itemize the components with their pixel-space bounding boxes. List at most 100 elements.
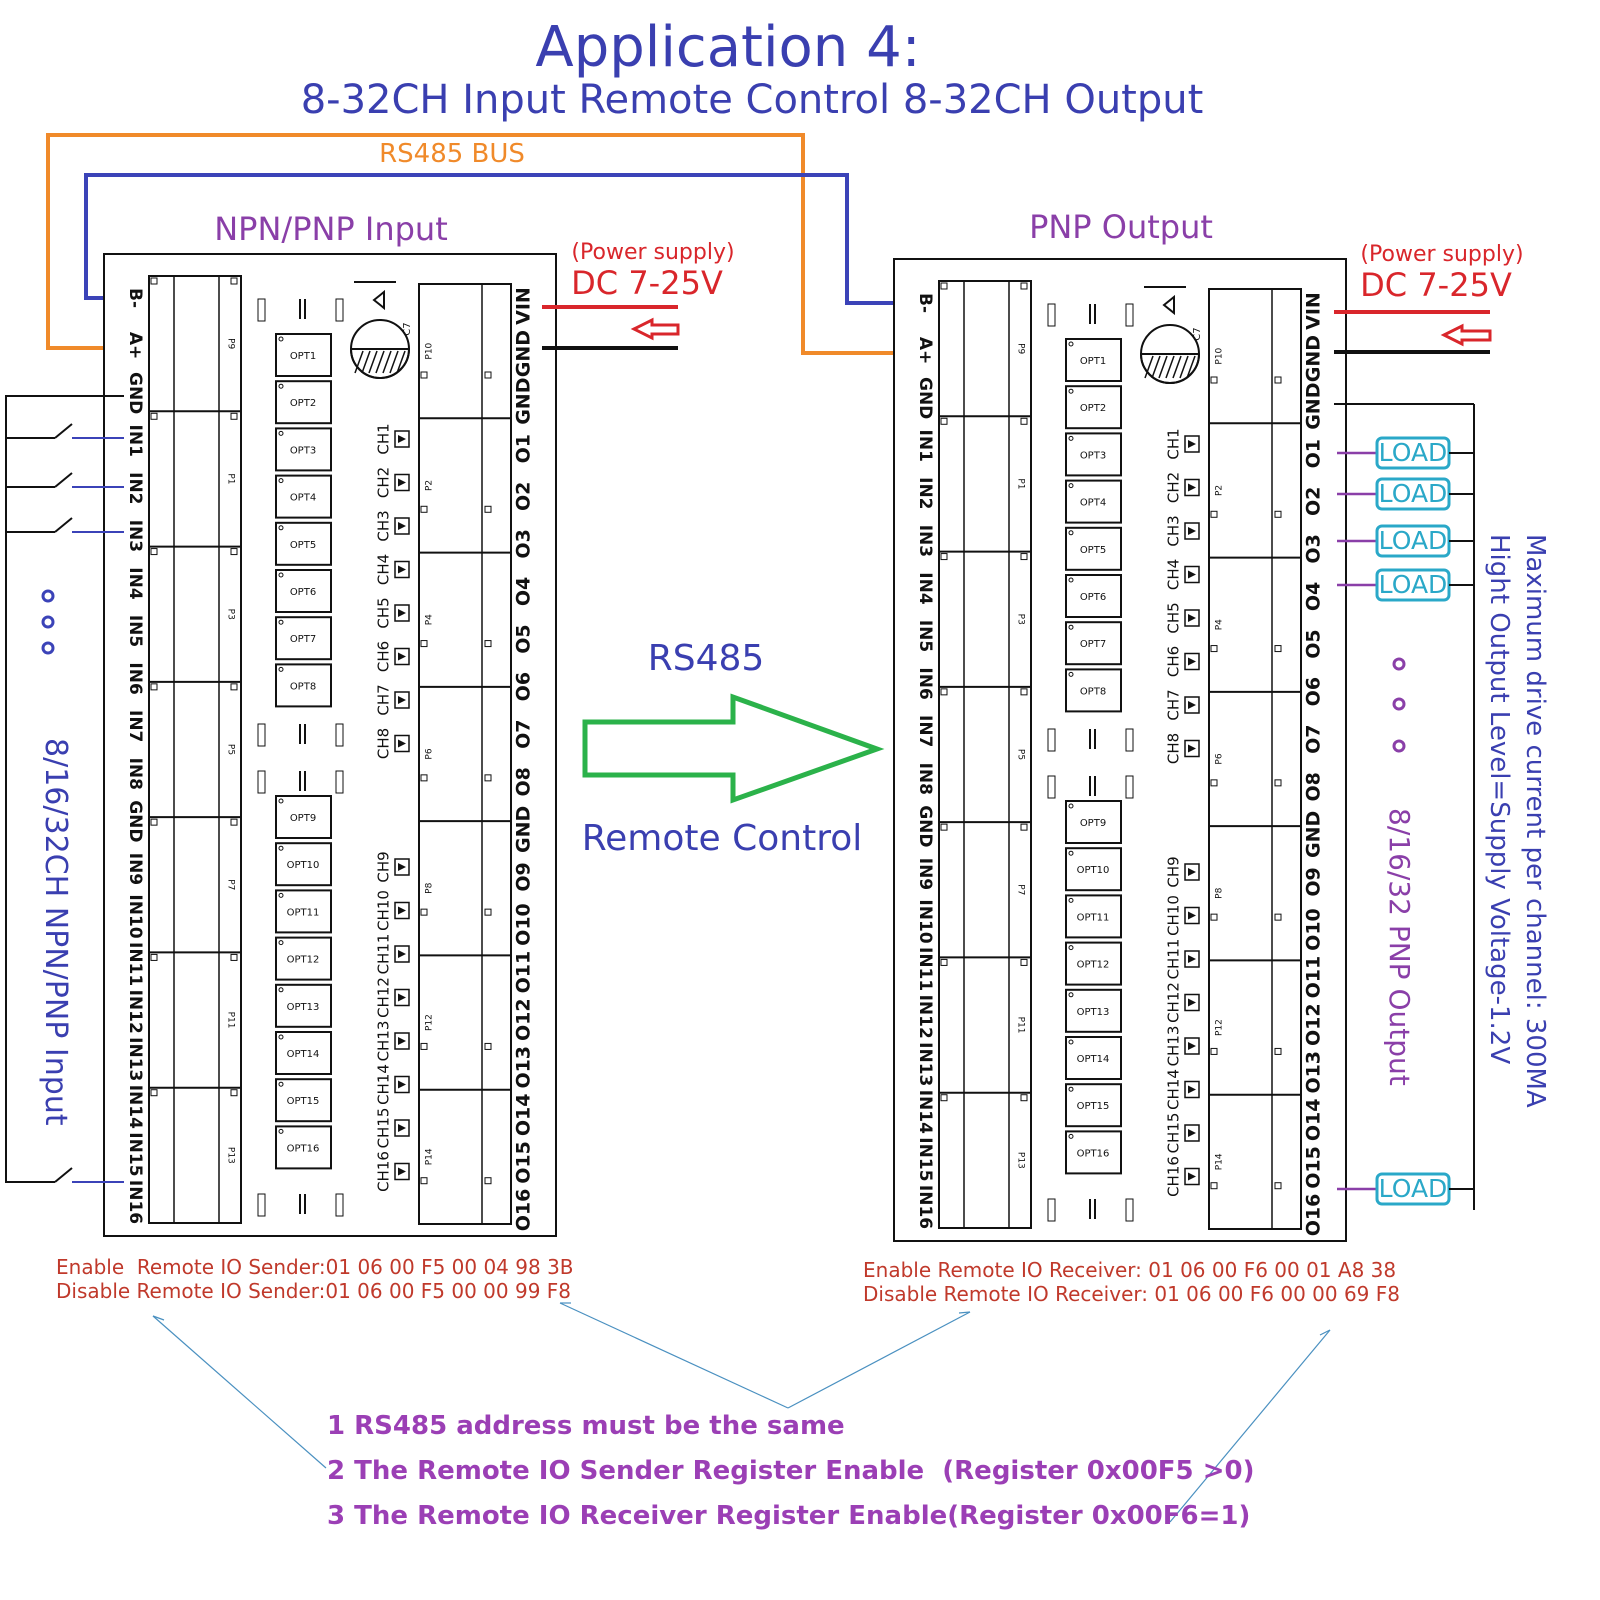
right-terminal-label: O1 xyxy=(513,434,535,463)
optocoupler-chip xyxy=(275,427,332,472)
switch-in2 xyxy=(6,472,124,488)
optocoupler-chip xyxy=(1065,847,1122,892)
left-power-voltage: DC 7-25V xyxy=(571,264,723,302)
connector-pin-marker xyxy=(1020,688,1028,696)
optocoupler-chip xyxy=(1065,1036,1122,1080)
right-terminal-label: GND xyxy=(513,806,535,853)
left-terminal-label: GND xyxy=(125,800,145,842)
connector-pin-marker xyxy=(420,1177,428,1185)
optocoupler-pin1-dot xyxy=(1068,1086,1074,1092)
right-terminal-label: O14 xyxy=(1303,1099,1325,1142)
connector-pin-marker xyxy=(1020,282,1028,290)
left-terminal-label: IN13 xyxy=(125,1037,145,1081)
connector-label: P2 xyxy=(425,480,435,491)
connector-pin-marker xyxy=(940,282,948,290)
channel-led-icon xyxy=(1184,1037,1200,1055)
capacitor-hatch xyxy=(354,350,364,374)
channel-label: CH7 xyxy=(375,684,393,715)
optocoupler-pin1-dot xyxy=(1068,483,1074,489)
switch-in1 xyxy=(6,423,124,439)
optocoupler-label: OPT1 xyxy=(290,351,316,362)
channel-led-icon xyxy=(394,1032,410,1050)
connector-label: P1 xyxy=(226,473,236,484)
right-terminal-label: O6 xyxy=(1303,677,1325,706)
resistor-array xyxy=(335,723,344,747)
optocoupler-pin1-dot xyxy=(1068,388,1074,394)
right-terminal-label: O9 xyxy=(513,862,535,891)
channel-led-icon xyxy=(1184,435,1200,453)
channel-label: CH6 xyxy=(1165,646,1183,677)
optocoupler-label: OPT9 xyxy=(290,813,316,824)
optocoupler-pin1-dot xyxy=(278,383,284,389)
right-terminal-label: O13 xyxy=(1303,1051,1325,1094)
connector-pin-marker xyxy=(484,640,492,648)
channel-led-icon xyxy=(1184,950,1200,968)
channel-led-icon xyxy=(394,901,410,920)
left-terminal-label: IN5 xyxy=(915,620,935,652)
resistor-array xyxy=(257,770,266,794)
remote-control-label: Remote Control xyxy=(582,818,862,859)
channel-led-diode xyxy=(1188,744,1196,753)
resistor-array xyxy=(1125,1198,1134,1222)
left-board-heading: NPN/PNP Input xyxy=(214,210,448,248)
left-terminal-label: IN14 xyxy=(125,1085,145,1129)
optocoupler-chip xyxy=(275,663,332,708)
switch-common-wire xyxy=(5,395,124,1183)
connector-pin-marker xyxy=(420,908,428,916)
right-terminal-label: O10 xyxy=(513,903,535,946)
optocoupler-chip xyxy=(1065,621,1122,666)
right-terminal-block xyxy=(1208,288,1302,1230)
output-level-note: Hight Output Level=Supply Voltage-1.2V xyxy=(1484,534,1514,1064)
connector-label: P10 xyxy=(425,342,435,359)
channel-led-icon xyxy=(394,1162,410,1181)
optocoupler-chip xyxy=(1065,800,1122,844)
channel-led-icon xyxy=(1184,863,1200,881)
right-terminal-label: GND xyxy=(1303,383,1325,430)
channel-led-diode xyxy=(398,696,406,704)
switch-in3 xyxy=(6,517,124,533)
connector-pin-marker xyxy=(230,683,238,691)
load-label: LOAD xyxy=(1379,479,1448,508)
optocoupler-chip xyxy=(1065,1130,1122,1175)
connector-pin-marker xyxy=(484,774,492,782)
optocoupler-pin1-dot xyxy=(278,1034,284,1040)
connector-pin-marker xyxy=(150,1089,158,1097)
channel-led-diode xyxy=(398,993,406,1002)
connector-label: P9 xyxy=(226,338,236,349)
right-terminal-label: O13 xyxy=(513,1046,535,1089)
resistor-array xyxy=(335,298,344,322)
connector-pin-marker xyxy=(484,908,492,916)
optocoupler-pin1-dot xyxy=(278,940,284,946)
left-enable-command: Enable Remote IO Sender:01 06 00 F5 00 0… xyxy=(56,1255,574,1279)
optocoupler-label: OPT12 xyxy=(1077,960,1110,971)
right-terminal-block xyxy=(418,283,512,1225)
connector-label: P14 xyxy=(1215,1153,1225,1170)
connector-pin-marker xyxy=(230,953,238,961)
right-power-supply-label: (Power supply) xyxy=(1360,242,1523,267)
channel-led-diode xyxy=(1188,1172,1196,1181)
rs485-bus-wires xyxy=(46,133,912,355)
channel-led-icon xyxy=(394,647,410,666)
right-power-voltage: DC 7-25V xyxy=(1360,266,1512,304)
capacitor-hatch xyxy=(1179,355,1189,379)
channel-label: CH16 xyxy=(1165,1156,1183,1197)
connector-label: P12 xyxy=(1215,1019,1225,1036)
channel-label: CH16 xyxy=(375,1151,393,1192)
connector-pin-marker xyxy=(1274,913,1282,921)
channel-led-diode xyxy=(1188,570,1196,579)
optocoupler-pin1-dot xyxy=(278,845,284,851)
resistor-array xyxy=(1047,1198,1056,1222)
connector-label: P8 xyxy=(425,882,435,893)
channel-led-icon xyxy=(394,517,410,535)
connector-pin-marker xyxy=(1210,779,1218,787)
connector-pin-marker xyxy=(1210,645,1218,653)
connector-pin-marker xyxy=(940,823,948,831)
connector-label: P7 xyxy=(226,879,236,890)
right-terminal-label: O9 xyxy=(1303,867,1325,896)
connector-pin-marker xyxy=(1020,553,1028,561)
channel-label: CH14 xyxy=(375,1064,393,1105)
channel-label: CH10 xyxy=(375,890,393,931)
bus-wire-b-blue xyxy=(84,173,912,305)
connector-pin-marker xyxy=(1274,779,1282,787)
connector-pin-marker xyxy=(230,548,238,556)
